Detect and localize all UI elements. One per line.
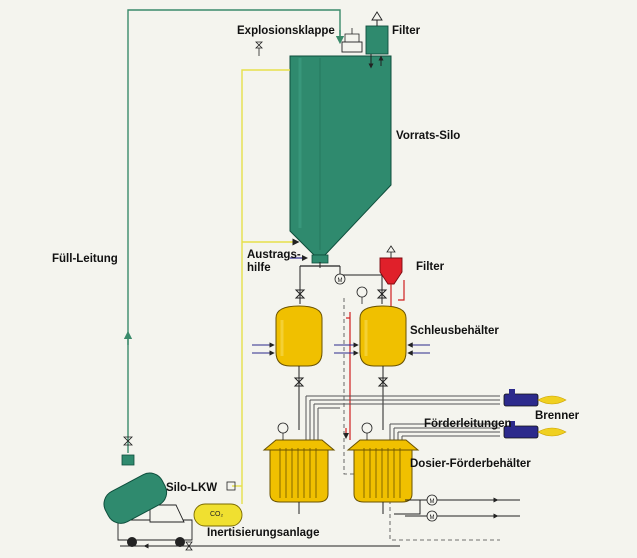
lock-hopper-left — [275, 305, 323, 367]
bottom-motors: M M — [426, 494, 499, 522]
inert-gas-line — [232, 69, 300, 487]
dosing-gauges — [277, 422, 373, 440]
label-dosier-foerderbehaelter: Dosier-Förderbehälter — [410, 458, 531, 470]
label-schleusbehaelter: Schleusbehälter — [410, 325, 499, 337]
co2-tank — [193, 481, 243, 527]
label-foerderleitungen: Förderleitungen — [424, 418, 512, 430]
label-filter-mid: Filter — [416, 261, 445, 273]
explosion-flap — [341, 28, 363, 53]
motor-symbol-3: M — [430, 515, 435, 521]
burner-upper — [503, 389, 567, 407]
bottom-valve — [185, 541, 193, 551]
lock-hopper-inlets — [252, 342, 430, 356]
label-silo-lkw: Silo-LKW — [166, 482, 218, 494]
lock-hopper-right — [359, 305, 407, 367]
bottom-piping — [120, 499, 520, 547]
outlet-motor: M — [334, 273, 346, 285]
vorrats-silo — [289, 55, 392, 268]
mid-filter — [379, 245, 405, 312]
label-vorrats-silo: Vorrats-Silo — [396, 130, 461, 142]
burner-lower — [503, 421, 567, 439]
top-filter — [365, 11, 389, 69]
label-explosionsklappe: Explosionsklappe — [237, 25, 335, 37]
label-austrags-line2: hilfe — [247, 262, 271, 274]
label-brenner: Brenner — [535, 410, 580, 422]
silo-truck — [103, 472, 193, 547]
mid-gauge — [356, 286, 368, 304]
label-inertisierungsanlage: Inertisierungsanlage — [207, 527, 320, 539]
fill-line — [123, 9, 345, 453]
label-filter-top: Filter — [392, 25, 421, 37]
lock-to-dosing — [293, 366, 389, 430]
label-austrags-line1: Austrags- — [247, 249, 301, 261]
motor-symbol: M — [338, 278, 343, 284]
label-co2: CO₂ — [210, 511, 224, 518]
vent-lines — [346, 312, 351, 440]
conveying-lines — [305, 395, 500, 440]
dosing-vessel-right — [346, 439, 420, 514]
label-fuell-leitung: Füll-Leitung — [52, 253, 118, 265]
top-valve — [255, 41, 263, 56]
fill-line-valve — [121, 436, 135, 466]
dosing-vessel-left — [262, 439, 336, 514]
silo-outlet-branches — [294, 266, 388, 304]
motor-symbol-2: M — [430, 499, 435, 505]
